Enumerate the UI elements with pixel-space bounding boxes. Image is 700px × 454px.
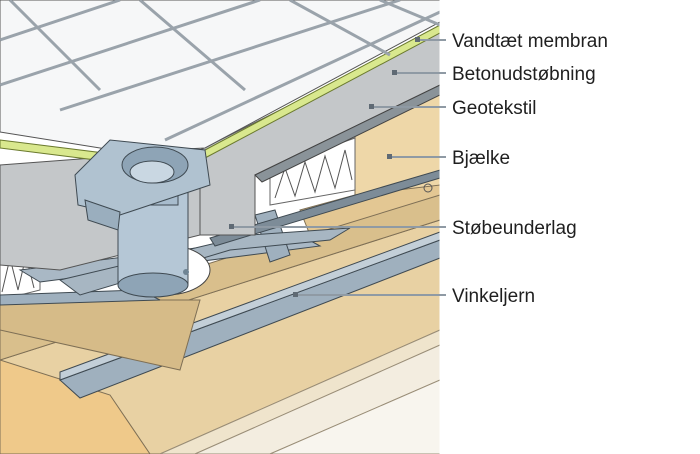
label-geotextile: Geotekstil bbox=[452, 98, 536, 119]
label-membrane: Vandtæt membran bbox=[452, 31, 608, 52]
lower-planks bbox=[159, 329, 441, 454]
label-joist: Bjælke bbox=[452, 148, 510, 169]
leader-dots bbox=[229, 37, 420, 297]
leader-lines bbox=[232, 39, 446, 296]
label-form-base: Støbeunderlag bbox=[452, 218, 577, 239]
floor-tiles bbox=[0, 0, 441, 153]
label-concrete: Betonudstøbning bbox=[452, 64, 596, 85]
label-angle-iron: Vinkeljern bbox=[452, 286, 535, 307]
label-area bbox=[440, 0, 700, 454]
floor-drain bbox=[74, 139, 211, 298]
